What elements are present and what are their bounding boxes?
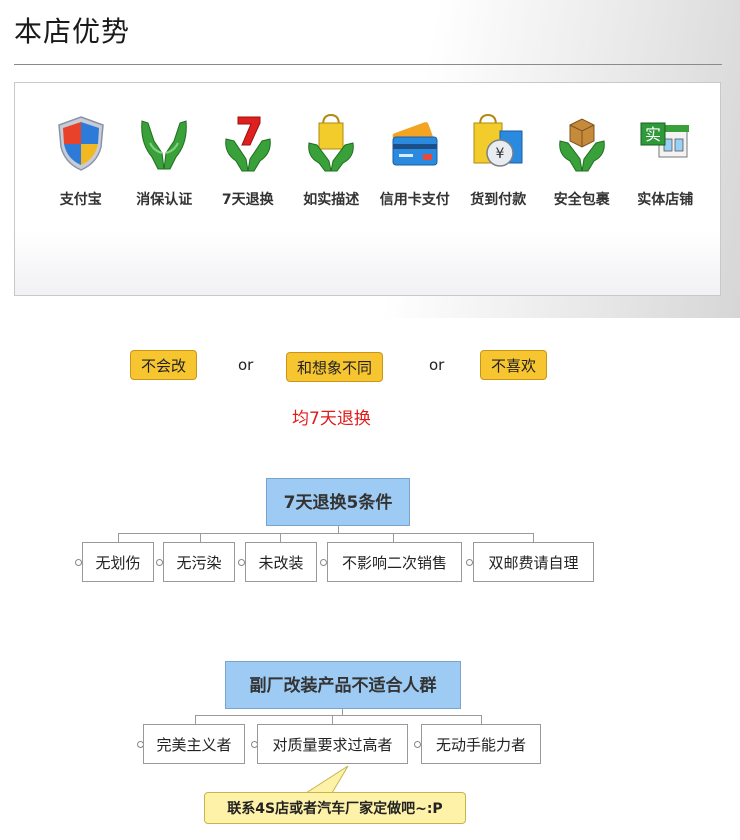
- tree-connector: [342, 709, 343, 716]
- advantages-panel: 支付宝 消保认证: [14, 82, 721, 296]
- advantage-label: 支付宝: [59, 192, 102, 208]
- exchange-note: 均7天退换: [292, 409, 371, 429]
- reason-tag-dislike: 不喜欢: [480, 350, 548, 380]
- shield-icon: [53, 113, 109, 173]
- tree-connector: [118, 533, 533, 534]
- store-advantages-section: 本店优势 支付宝: [0, 0, 740, 318]
- tree-connector: [280, 533, 281, 542]
- bullet: [414, 741, 421, 748]
- advantage-physical-store: 实 实体店铺: [624, 113, 708, 209]
- condition-item: 无污染: [163, 542, 235, 582]
- section-title: 本店优势: [14, 15, 131, 48]
- or-separator: or: [238, 356, 254, 374]
- tree-connector: [195, 715, 196, 724]
- cash-on-delivery-icon: ¥: [470, 113, 526, 173]
- or-separator: or: [429, 356, 445, 374]
- package-icon: [554, 113, 610, 173]
- hands-icon: [136, 113, 192, 173]
- unsuitable-item: 对质量要求过高者: [257, 724, 408, 764]
- advantage-consumer-protection: 消保认证: [123, 113, 207, 209]
- advantage-label: 货到付款: [470, 192, 527, 208]
- unsuitable-item: 无动手能力者: [421, 724, 541, 764]
- conditions-title: 7天退换5条件: [266, 478, 410, 526]
- bullet: [466, 559, 473, 566]
- advantage-label: 7天退换: [221, 192, 274, 208]
- advantage-accurate-description: 如实描述: [290, 113, 374, 209]
- tree-connector: [481, 715, 482, 724]
- condition-item: 双邮费请自理: [473, 542, 594, 582]
- advantage-alipay: 支付宝: [39, 113, 123, 209]
- tree-connector: [393, 533, 394, 542]
- bullet: [320, 559, 327, 566]
- tree-connector: [118, 533, 119, 542]
- reason-tag-wont-modify: 不会改: [130, 350, 198, 380]
- advantage-seven-day-return: 7天退换: [206, 113, 290, 209]
- svg-text:实: 实: [645, 125, 661, 144]
- shopping-bag-icon: [303, 113, 359, 173]
- advantage-label: 如实描述: [303, 192, 360, 208]
- condition-item: 未改装: [245, 542, 317, 582]
- unsuitable-title: 副厂改装产品不适合人群: [225, 661, 461, 709]
- tree-connector: [195, 715, 481, 716]
- condition-item: 不影响二次销售: [327, 542, 462, 582]
- advantage-credit-card: 信用卡支付: [373, 113, 457, 209]
- tree-connector: [200, 533, 201, 542]
- reason-tag-different-from-expected: 和想象不同: [286, 352, 384, 382]
- advantage-label: 安全包裹: [553, 192, 610, 208]
- advantage-label: 实体店铺: [637, 192, 694, 208]
- unsuitable-item: 完美主义者: [143, 724, 245, 764]
- advantage-safe-package: 安全包裹: [540, 113, 624, 209]
- tree-connector: [332, 715, 333, 724]
- storefront-icon: 实: [637, 113, 693, 173]
- bullet: [156, 559, 163, 566]
- bullet: [75, 559, 82, 566]
- condition-item: 无划伤: [82, 542, 154, 582]
- tree-connector: [338, 526, 339, 534]
- bullet: [238, 559, 245, 566]
- seven-day-icon: [220, 113, 276, 173]
- svg-text:¥: ¥: [496, 146, 505, 162]
- tree-connector: [533, 533, 534, 542]
- suggestion-note: 联系4S店或者汽车厂家定做吧~:P: [204, 792, 466, 824]
- advantage-label: 消保认证: [136, 192, 193, 208]
- credit-card-icon: [387, 113, 443, 173]
- divider: [14, 64, 722, 65]
- advantage-label: 信用卡支付: [379, 192, 450, 208]
- exchange-policy-section: 不会改 or 和想象不同 or 不喜欢 均7天退换 7天退换5条件 无划伤 无污…: [0, 318, 740, 840]
- advantage-cash-on-delivery: ¥ 货到付款: [457, 113, 541, 209]
